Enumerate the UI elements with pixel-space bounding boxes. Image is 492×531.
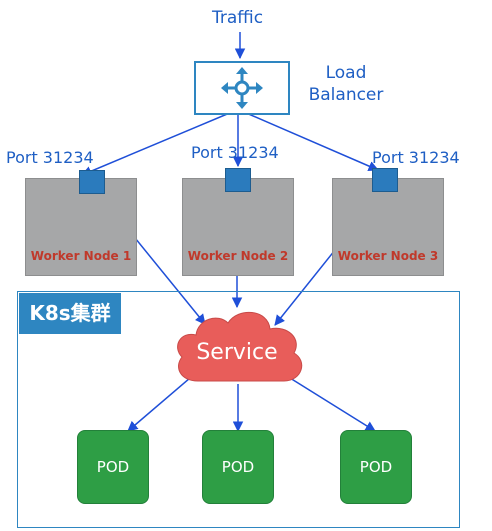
arrow-service-to-pod-1 <box>127 377 191 432</box>
node-port-3 <box>372 168 398 192</box>
worker-node-label: Worker Node 3 <box>337 249 439 263</box>
k8s-cluster-boundary <box>17 291 460 528</box>
service-cloud-icon <box>177 311 303 382</box>
node-port-1 <box>79 170 105 194</box>
arrow-service-to-pod-3 <box>289 377 376 432</box>
port-label-2: Port 31234 <box>191 143 279 162</box>
port-label-1: Port 31234 <box>6 148 94 167</box>
load-balancer-box <box>194 61 290 115</box>
load-balancer-label: Load Balancer <box>306 62 386 106</box>
worker-node-label: Worker Node 1 <box>30 249 132 263</box>
worker-node-label: Worker Node 2 <box>187 249 289 263</box>
pod-3: POD <box>340 430 412 504</box>
load-balancer-label-line1: Load <box>325 63 367 83</box>
arrow-lb-to-port-1 <box>81 111 233 177</box>
traffic-label: Traffic <box>212 8 264 28</box>
node-port-2 <box>225 168 251 192</box>
worker-node-3: Worker Node 3 <box>332 178 444 276</box>
pod-2: POD <box>202 430 274 504</box>
worker-node-2: Worker Node 2 <box>182 178 294 276</box>
load-balancer-label-line2: Balancer <box>308 85 384 105</box>
cluster-title: K8s集群 <box>19 293 121 334</box>
port-label-3: Port 31234 <box>372 148 460 167</box>
worker-node-1: Worker Node 1 <box>25 178 137 276</box>
pod-1: POD <box>77 430 149 504</box>
arrow-lb-to-port-3 <box>243 111 379 172</box>
service-label: Service <box>196 340 278 365</box>
load-balancer-icon <box>221 67 263 109</box>
